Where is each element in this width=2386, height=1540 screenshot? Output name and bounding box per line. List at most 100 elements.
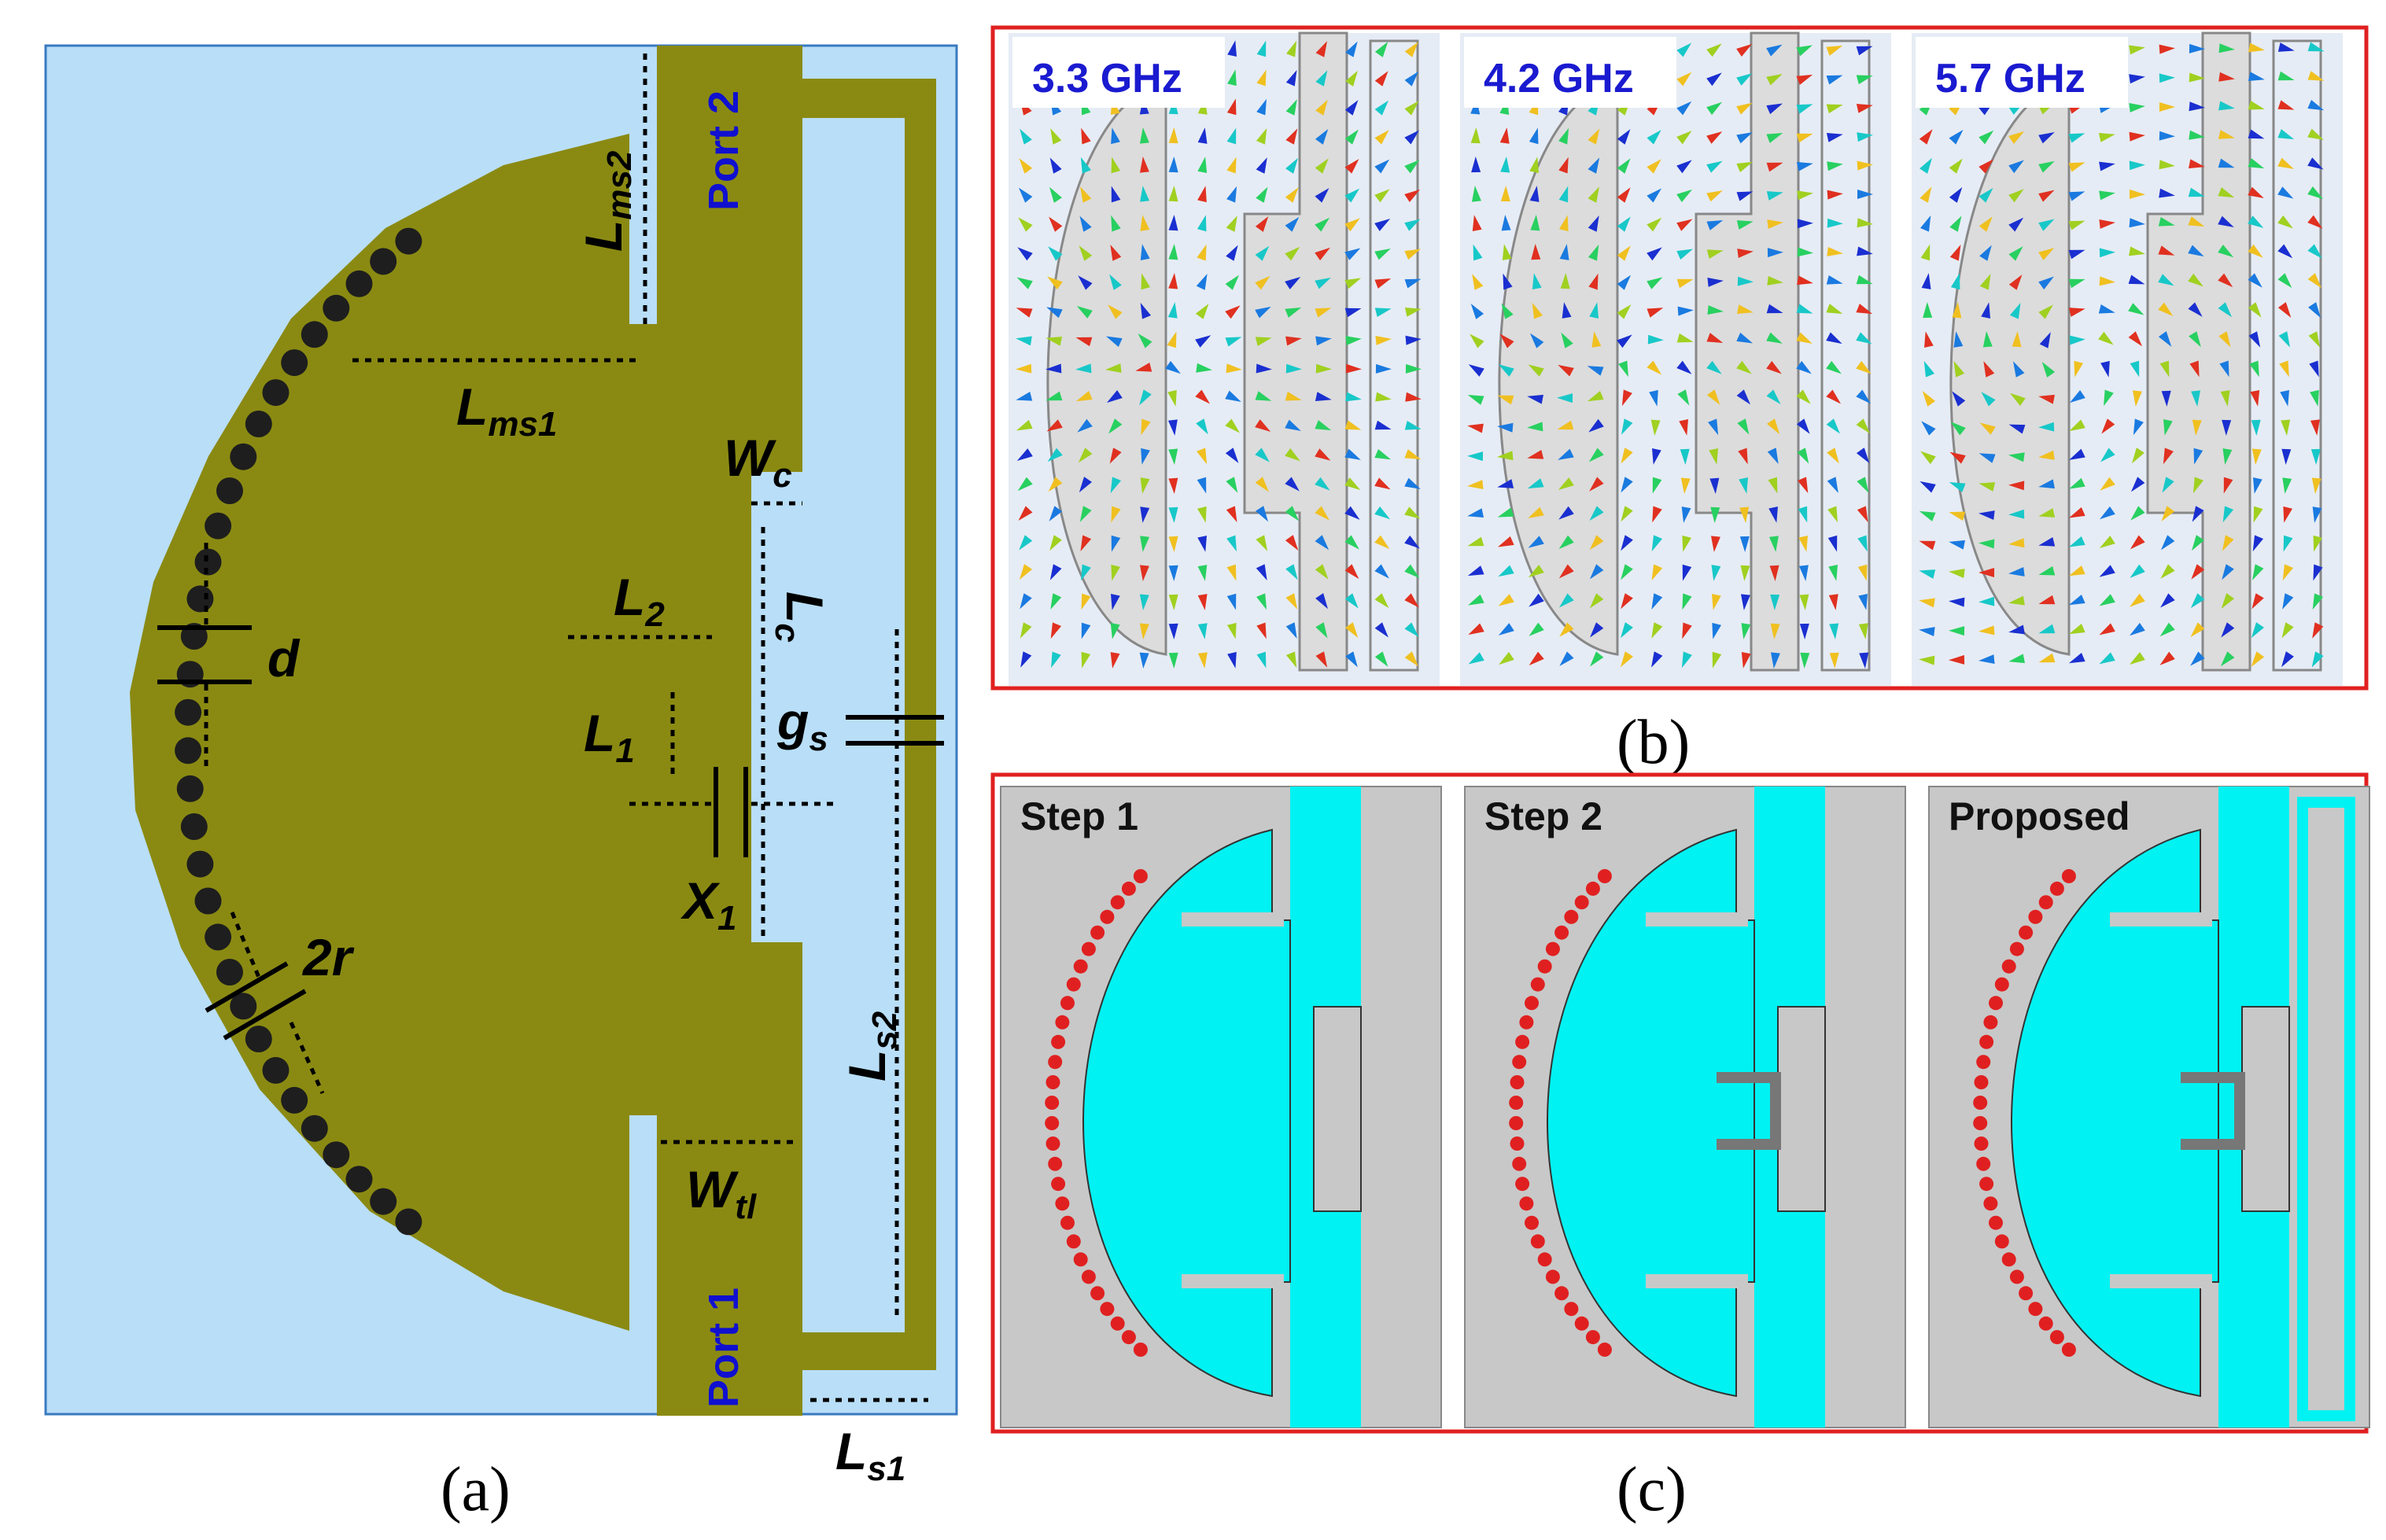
field-arrow [1617,334,1632,348]
field-arrow [1621,651,1633,668]
field-arrow [1652,448,1661,465]
field-arrow [1471,186,1481,202]
field-arrow [1225,305,1241,319]
field-arrow [1051,651,1061,669]
field-arrow [1050,128,1062,145]
field-arrow [1617,245,1631,261]
field-arrow [1197,623,1208,639]
field-arrow [1949,540,1965,550]
field-arrow [1589,506,1604,521]
field-arrow [1256,186,1268,203]
via [1081,1269,1096,1284]
field-arrow [1344,158,1359,174]
field-arrow [1856,448,1870,464]
field-arrow [1796,74,1813,85]
field-arrow [1078,275,1093,290]
via [1994,1234,2009,1249]
field-arrow [1141,273,1151,290]
field-arrow [2310,389,2319,407]
slot-bottom [2110,1274,2212,1288]
field-arrow [1617,304,1632,319]
field-arrow [2281,651,2294,668]
field-arrow [1285,307,1302,318]
field-arrow [2188,302,2203,317]
field-arrow [1256,535,1268,551]
field-arrow [2099,623,2115,636]
field-arrow [1256,593,1267,610]
field-arrow [1587,390,1604,402]
field-arrow [1857,246,1873,256]
field-arrow [1110,623,1120,639]
field-arrow [2160,593,2175,608]
via [2001,959,2016,974]
field-arrow [1676,101,1692,116]
field-arrow [1016,308,1033,318]
via [1090,1286,1105,1301]
field-arrow [1140,302,1152,319]
dim-2r-arrow-bottom [289,1021,325,1095]
field-arrow [1527,450,1544,459]
field-arrow [2041,361,2056,378]
field-arrow [2009,302,2021,319]
field-arrow [2129,160,2145,171]
field-arrow [2158,217,2175,227]
field-arrow [1470,303,1484,319]
field-arrow [1736,73,1753,86]
design-step-1: Step 1 [1000,786,1442,1428]
via [2001,1252,2016,1267]
field-arrow [2220,390,2230,407]
via [1110,1316,1125,1331]
field-arrow [2281,419,2291,436]
field-arrow [2248,100,2265,110]
field-arrow [1530,215,1540,231]
field-arrow [2307,186,2324,200]
field-arrow [1501,215,1511,231]
field-arrow [2308,302,2321,319]
field-arrow [1621,418,1633,435]
field-arrow [1256,506,1268,522]
field-map-2: 4.2 GHz [1460,31,1891,686]
via [2061,869,2076,883]
field-arrow [1588,273,1599,290]
field-arrow [2128,303,2144,315]
field-arrow [2248,72,2265,81]
field-arrow [1676,360,1692,374]
field-arrow [1197,535,1207,552]
field-arrow [1141,418,1151,436]
field-arrow [1315,187,1329,203]
field-arrow [1255,275,1270,290]
field-arrow [1676,160,1692,174]
field-arrow [1827,506,1838,523]
via [1081,941,1096,956]
field-arrow [1949,597,1965,607]
field-arrow [2100,448,2115,462]
field-arrow [1712,651,1722,669]
field-arrow [2218,158,2235,168]
field-arrow [2282,564,2294,581]
field-arrow [1225,274,1240,290]
field-arrow [1857,190,1873,199]
field-arrow [1981,392,1996,407]
field-arrow [1467,423,1484,433]
field-arrow [1770,623,1780,639]
field-arrow [1315,477,1330,491]
field-arrow [1647,188,1662,203]
field-arrow [1470,127,1481,144]
field-arrow [1736,360,1752,374]
field-arrow [2129,651,2145,665]
field-arrow [1018,217,1033,232]
field-arrow [2099,506,2115,520]
field-arrow [1019,535,1033,551]
field-arrow [2129,246,2145,256]
step-label: Step 2 [1484,794,1602,838]
field-arrow [1796,389,1811,404]
field-arrow [1111,506,1121,523]
field-arrow [1617,274,1632,290]
field-arrow [1315,622,1328,639]
field-arrow [1919,481,1936,493]
field-arrow [1500,186,1510,202]
field-arrow [1111,186,1121,203]
field-arrow [1140,507,1150,523]
field-arrow [2252,564,2264,580]
field-arrow [1739,477,1748,494]
